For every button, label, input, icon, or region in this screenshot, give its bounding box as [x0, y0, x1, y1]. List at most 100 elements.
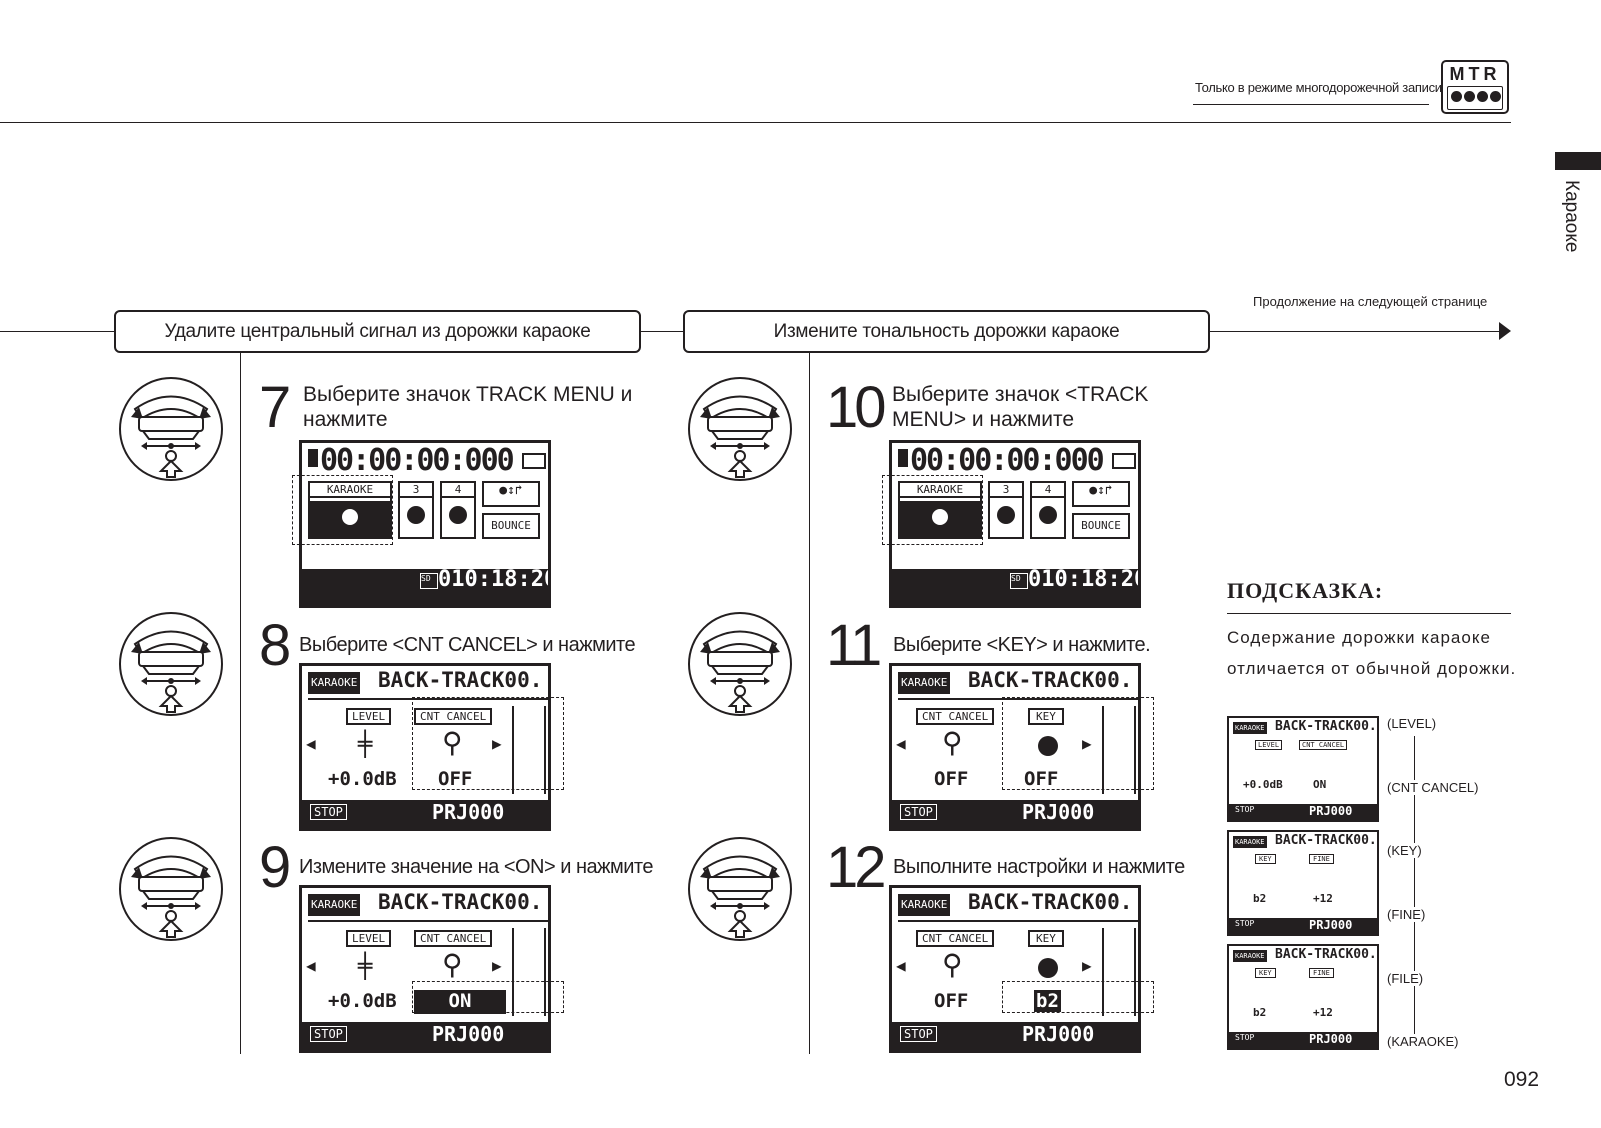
stop-label: STOP: [1235, 919, 1255, 928]
track-name: BACK-TRACK00.: [378, 890, 543, 914]
fine-value: +12: [1313, 1006, 1333, 1019]
step-number: 7: [259, 375, 291, 440]
hint-text: Содержание дорожки караоке отличается от…: [1227, 628, 1517, 678]
hint-label-karaoke: (KARAOKE): [1387, 1034, 1459, 1049]
mtr-badge-label: MTR: [1449, 64, 1501, 84]
battery-icon: [522, 453, 546, 469]
track-4-label: 4: [1032, 483, 1064, 498]
key-value: b2: [1034, 990, 1061, 1012]
next-arrow-icon: ▶: [1082, 956, 1092, 975]
karaoke-tag: KARAOKE: [1233, 722, 1267, 734]
record-mode-icon: ●↕↱: [482, 481, 540, 507]
cnt-cancel-icon: ⚲: [442, 726, 463, 759]
cnt-cancel-icon: ⚲: [942, 948, 963, 981]
key-value: b2: [1253, 892, 1267, 905]
prev-arrow-icon: ◀: [306, 734, 316, 753]
level-meter: [1102, 706, 1136, 794]
stop-label: STOP: [1235, 805, 1255, 814]
track-4: 4: [1030, 481, 1066, 539]
knob-icon: [407, 506, 425, 524]
side-tab-label: Караоке: [1561, 180, 1582, 253]
dial-press-icon: [119, 837, 223, 941]
project-name: PRJ000: [1309, 918, 1353, 932]
section-title-2: Измените тональность дорожки караоке: [683, 310, 1210, 353]
level-label: LEVEL: [346, 708, 392, 725]
cnt-cancel-label: CNT CANCEL: [1299, 740, 1348, 750]
hint-label-key: (KEY): [1387, 843, 1422, 858]
step-number: 10: [826, 375, 886, 440]
continue-arrow-icon: [1499, 322, 1511, 340]
cnt-cancel-value: ON: [414, 990, 506, 1014]
track-3: 3: [398, 481, 434, 539]
dial-press-icon: [119, 377, 223, 481]
mode-caption: Только в режиме многодорожечной записи: [1195, 80, 1442, 95]
project-name: PRJ000: [1309, 804, 1353, 818]
fader-icon: ╪: [358, 730, 373, 758]
dial-press-icon: [688, 612, 792, 716]
continue-note: Продолжение на следующей странице: [1253, 294, 1488, 309]
cnt-cancel-label: CNT CANCEL: [916, 930, 995, 947]
project-name: PRJ000: [432, 1022, 505, 1046]
lcd-track-menu: 00:00:00:000 KARAOKE 3 4 ●↕↱ BOUNCE SD 0…: [889, 440, 1141, 608]
project-name: PRJ000: [1022, 800, 1095, 824]
key-value: OFF: [1024, 768, 1059, 790]
stop-label: STOP: [310, 804, 347, 820]
step-instruction: Выберите <KEY> и нажмите.: [893, 634, 1151, 656]
hint-label-file: (FILE): [1387, 971, 1424, 986]
mini-lcd: KARAOKE BACK-TRACK00. KEY FINE b2 +12 ST…: [1227, 944, 1379, 1050]
key-label: KEY: [1028, 708, 1064, 725]
lcd-karaoke-params: KARAOKE BACK-TRACK00. CNT CANCEL KEY ◀ ⚲…: [889, 885, 1141, 1053]
lcd-karaoke-params: KARAOKE BACK-TRACK00. LEVEL CNT CANCEL ◀…: [299, 663, 551, 831]
step-instruction: Выполните настройки и нажмите: [893, 856, 1185, 878]
status-bar: STOP PRJ000: [302, 800, 548, 828]
fader-icon: ╪: [358, 952, 373, 980]
level-label: LEVEL: [346, 930, 392, 947]
level-value: +0.0dB: [328, 768, 397, 790]
label-connector: [1414, 736, 1415, 1046]
next-arrow-icon: ▶: [492, 734, 502, 753]
project-name: PRJ000: [1022, 1022, 1095, 1046]
section-title-1: Удалите центральный сигнал из дорожки ка…: [114, 310, 641, 353]
hint-label-level: (LEVEL): [1387, 716, 1437, 731]
mtr-badge: MTR: [1441, 60, 1509, 114]
knob-icon: [342, 509, 358, 525]
status-bar: SD 010:18:20: [892, 567, 1141, 605]
karaoke-tag: KARAOKE: [898, 894, 951, 916]
sd-card-icon: SD: [1010, 573, 1028, 589]
sd-card-icon: SD: [420, 573, 438, 589]
prev-arrow-icon: ◀: [896, 956, 906, 975]
project-name: PRJ000: [432, 800, 505, 824]
fine-value: +12: [1313, 892, 1333, 905]
dial-press-icon: [688, 377, 792, 481]
header-rule: [0, 122, 1511, 123]
remaining-time: 010:18:20: [1028, 567, 1141, 592]
step-instruction: Измените значение на <ON> и нажмите: [299, 856, 653, 878]
status-bar: STOP PRJ000: [892, 800, 1138, 828]
knob-icon: [449, 506, 467, 524]
karaoke-tag: KARAOKE: [898, 672, 951, 694]
mtr-badge-tracks: [1447, 86, 1503, 110]
status-bar: STOP PRJ000: [1229, 804, 1377, 820]
key-label: KEY: [1255, 854, 1276, 864]
status-bar: STOP PRJ000: [302, 1022, 548, 1050]
record-mode-icon: ●↕↱: [1072, 481, 1130, 507]
knob-icon: [1039, 506, 1057, 524]
track-3: 3: [988, 481, 1024, 539]
cnt-cancel-value: ON: [1313, 778, 1327, 791]
hint-title: ПОДСКАЗКА:: [1227, 578, 1384, 603]
step-number: 11: [826, 613, 882, 678]
project-name: PRJ000: [1309, 1032, 1353, 1046]
step-instruction: Выберите <CNT CANCEL> и нажмите: [299, 634, 636, 656]
highlight-frame: [412, 981, 564, 1013]
track-4: 4: [440, 481, 476, 539]
knob-icon: [932, 509, 948, 525]
track-name: BACK-TRACK00.: [968, 890, 1133, 914]
step-number: 8: [259, 613, 291, 678]
cnt-cancel-label: CNT CANCEL: [414, 708, 493, 725]
track-name: BACK-TRACK00.: [378, 668, 543, 692]
cnt-cancel-icon: ⚲: [442, 948, 463, 981]
knob-icon: [997, 506, 1015, 524]
highlight-frame: [882, 475, 983, 545]
track-dot-icon: [1490, 91, 1501, 102]
